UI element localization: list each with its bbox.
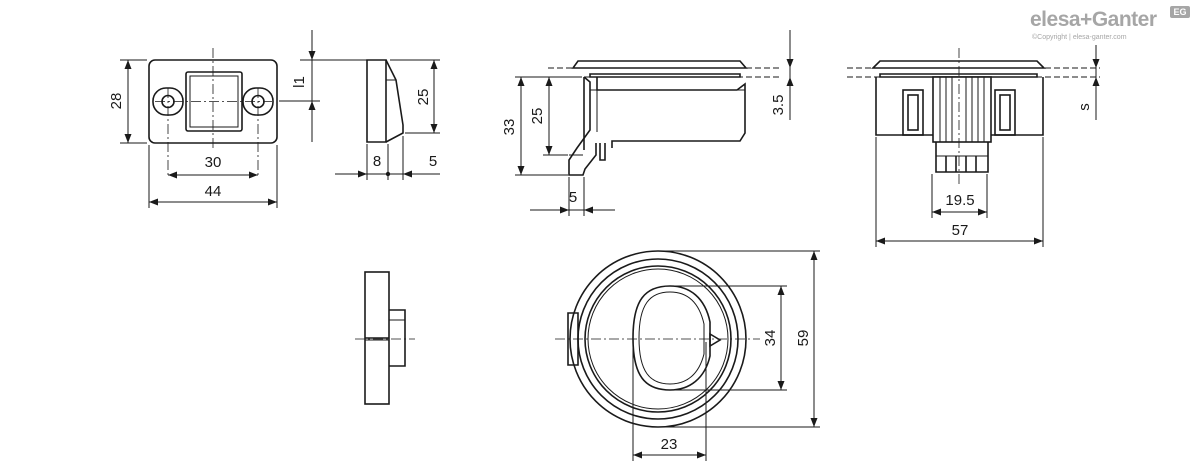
copyright-text: ©Copyright | elesa-ganter.com (1032, 34, 1127, 41)
dim-l1-label: l1 (291, 76, 308, 88)
front-view (120, 48, 278, 208)
dim-25-side-label: 25 (415, 89, 432, 106)
round-view (555, 250, 820, 461)
dim-44-label: 44 (205, 183, 222, 200)
dim-l1-text: l1 (291, 76, 308, 88)
lower-side-view (355, 271, 415, 405)
side-view (279, 30, 440, 180)
dim-3-5-label: 3.5 (770, 95, 787, 116)
dim-19-5-label: 19.5 (945, 192, 974, 209)
dim-s-label: s (1076, 103, 1093, 111)
brand-name: elesa+Ganter (1030, 8, 1157, 31)
dim-8-label: 8 (373, 153, 381, 170)
dim-5-side-label: 5 (429, 153, 437, 170)
dim-28-label: 28 (108, 93, 125, 110)
dim-57-label: 57 (952, 222, 969, 239)
dim-23-label: 23 (661, 436, 678, 453)
end-view (847, 45, 1100, 247)
dim-5-section-label: 5 (569, 189, 577, 206)
dim-59-label: 59 (795, 330, 812, 347)
dim-34-label: 34 (762, 330, 779, 347)
dim-25-section-label: 25 (529, 108, 546, 125)
dim-30-label: 30 (205, 154, 222, 171)
brand-logo: elesa+Ganter EG ©Copyright | elesa-gante… (1030, 6, 1195, 46)
section-view (515, 30, 794, 216)
brand-badge: EG (1170, 6, 1190, 18)
dim-33-label: 33 (501, 119, 518, 136)
